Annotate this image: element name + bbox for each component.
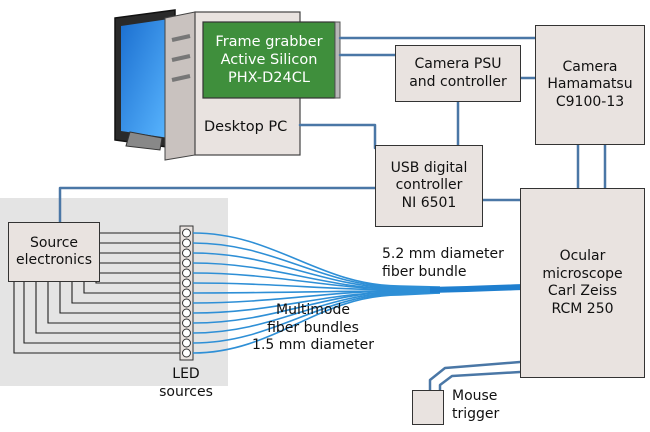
multimode-annotation: Multimode fiber bundles 1.5 mm diameter [252,302,374,353]
wire-source-usb [58,186,377,224]
frame-grabber-card [202,21,336,99]
microscope-line-1: Ocular [559,248,606,264]
microscope-line-2: microscope [542,265,623,282]
camera-psu-node: Camera PSU and controller [395,45,521,102]
frame-grabber-line-3: PHX-D24CL [228,70,310,87]
microscope-line-3: Carl Zeiss [547,283,618,299]
fiber-bundle-52mm [429,284,523,293]
microscope-node: Ocular microscope Carl Zeiss RCM 250 [520,188,645,378]
usb-controller-node: USB digital controller NI 6501 [375,145,483,227]
camera-node: Camera Hamamatsu C9100-13 [535,25,645,145]
microscope-line-4: RCM 250 [551,300,614,317]
fiber-bundle-annotation: 5.2 mm diameter fiber bundle [382,246,504,280]
source-led-wires [13,232,182,354]
wire-mouse-2 [438,370,522,392]
led-strip [179,225,194,361]
camera-line-2: Hamamatsu [547,76,633,93]
frame-grabber-bracket [334,21,341,99]
camera-psu-line-2: and controller [409,73,507,90]
frame-grabber-node: Frame grabber Active Silicon PHX-D24CL [203,22,335,98]
frame-grabber-line-2: Active Silicon [220,51,318,68]
mouse-trigger-label: Mouse trigger [452,388,500,422]
wire-mouse-1 [428,360,522,392]
led-sources-label: LED sources [159,366,213,400]
usb-controller-line-1: USB digital [390,159,468,176]
source-electronics-line-1: Source [29,234,79,251]
camera-line-3: C9100-13 [555,93,625,110]
usb-controller-line-2: controller [395,177,463,194]
multimode-fibers [192,232,441,354]
camera-psu-line-1: Camera PSU [414,56,502,72]
desktop-pc-label: Desktop PC [204,119,288,135]
frame-grabber-line-1: Frame grabber [215,33,323,50]
source-electronics-line-2: electronics [15,252,93,268]
mouse-trigger-box [412,390,444,425]
source-electronics-node: Source electronics [8,222,100,282]
wire-pc-usb [298,123,377,150]
usb-controller-line-3: NI 6501 [401,194,457,211]
camera-line-1: Camera [562,58,618,75]
